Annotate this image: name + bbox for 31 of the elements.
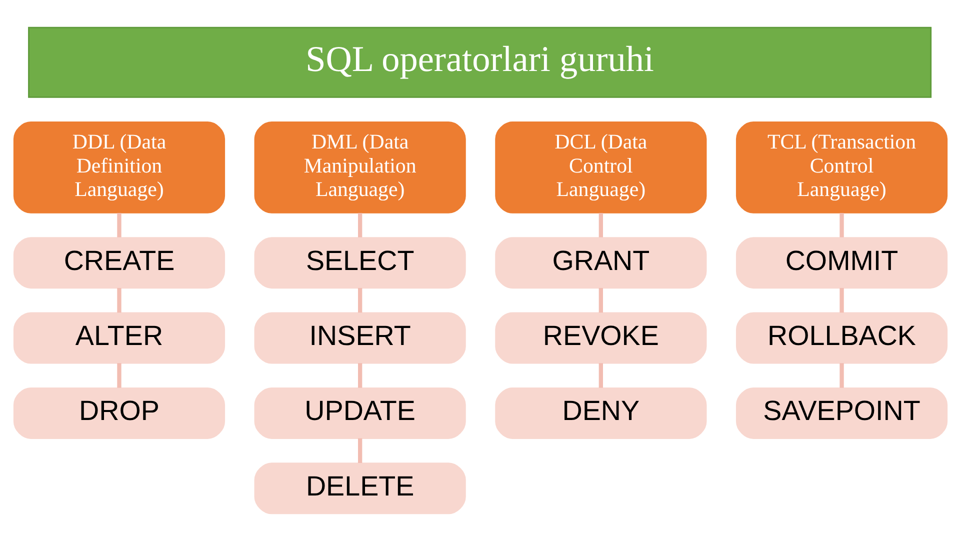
connector bbox=[840, 212, 844, 237]
node-box: DML (Data Manipulation Language) bbox=[254, 121, 466, 213]
connector bbox=[840, 362, 844, 388]
node-box: SAVEPOINT bbox=[736, 386, 948, 438]
node-box: DROP bbox=[13, 386, 226, 438]
node-box: DCL (Data Control Language) bbox=[495, 121, 707, 213]
connector bbox=[358, 287, 362, 312]
node-box: TCL (Transaction Control Language) bbox=[736, 121, 948, 213]
node-box: GRANT bbox=[495, 236, 707, 288]
connector bbox=[358, 362, 362, 388]
node-box: SELECT bbox=[254, 236, 466, 288]
connector bbox=[840, 287, 844, 312]
node-box: REVOKE bbox=[495, 312, 707, 364]
connector bbox=[117, 362, 122, 388]
connector bbox=[598, 212, 603, 237]
node-box: SQL operatorlari guruhi bbox=[28, 26, 932, 98]
connector bbox=[117, 212, 122, 237]
connector bbox=[358, 438, 362, 462]
connector bbox=[598, 362, 603, 388]
node-box: COMMIT bbox=[736, 236, 948, 288]
node-box: UPDATE bbox=[254, 386, 466, 438]
connector bbox=[598, 287, 603, 312]
node-box: DENY bbox=[495, 386, 707, 438]
node-box: ALTER bbox=[13, 312, 226, 364]
connector bbox=[358, 212, 362, 237]
node-box: ROLLBACK bbox=[736, 312, 948, 364]
node-box: DDL (Data Definition Language) bbox=[13, 121, 226, 213]
node-box: DELETE bbox=[254, 462, 466, 514]
connector bbox=[117, 287, 122, 312]
node-box: CREATE bbox=[13, 236, 226, 288]
node-box: INSERT bbox=[254, 312, 466, 364]
